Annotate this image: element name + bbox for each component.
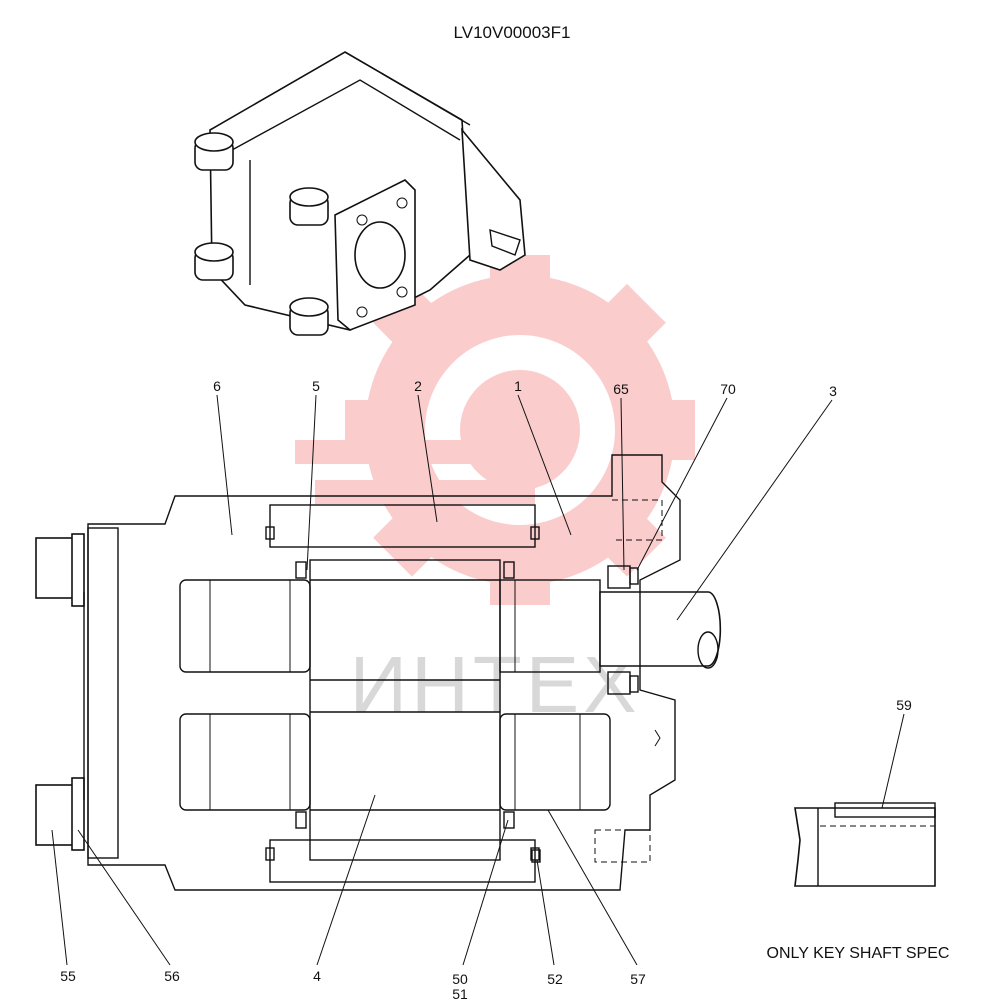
lower-bushing [269, 839, 536, 883]
callout-59: 59 [896, 697, 912, 713]
callout-51: 51 [452, 986, 468, 1000]
bolt-icon [289, 187, 329, 226]
callout-labels: 6 5 2 1 65 70 3 59 55 56 4 50 51 52 57 [60, 378, 912, 1000]
callout-2: 2 [414, 378, 422, 394]
bolt-icon [194, 242, 234, 281]
pump-section-view [35, 454, 722, 891]
bolt-icon [194, 132, 234, 171]
callout-1: 1 [514, 378, 522, 394]
callout-70: 70 [720, 381, 736, 397]
callout-57: 57 [630, 971, 646, 987]
callout-50: 50 [452, 971, 468, 987]
callout-55: 55 [60, 968, 76, 984]
key-shaft-note: ONLY KEY SHAFT SPEC [767, 945, 950, 962]
driven-journal-left [179, 713, 311, 811]
housing-outline [87, 454, 681, 891]
callout-65: 65 [613, 381, 629, 397]
upper-bushing [269, 504, 536, 548]
callout-3: 3 [829, 383, 837, 399]
diagram-title: LV10V00003F1 [454, 23, 571, 42]
gear-block [309, 559, 501, 861]
key-shaft-detail [794, 802, 936, 887]
watermark-logo [295, 255, 695, 605]
driven-journal-right [499, 713, 611, 811]
drive-shaft [599, 591, 722, 667]
callout-4: 4 [313, 968, 321, 984]
callout-5: 5 [312, 378, 320, 394]
bolt-icon [289, 297, 329, 336]
watermark-text: ИНТЕХ [350, 640, 641, 729]
callout-6: 6 [213, 378, 221, 394]
end-cover [87, 527, 119, 859]
drive-journal-left [179, 579, 311, 673]
port-plug-lower [35, 784, 77, 846]
leader-lines [51, 394, 905, 966]
pump-isometric-view [194, 51, 526, 336]
port-plug-upper [35, 537, 77, 599]
callout-52: 52 [547, 971, 563, 987]
callout-56: 56 [164, 968, 180, 984]
